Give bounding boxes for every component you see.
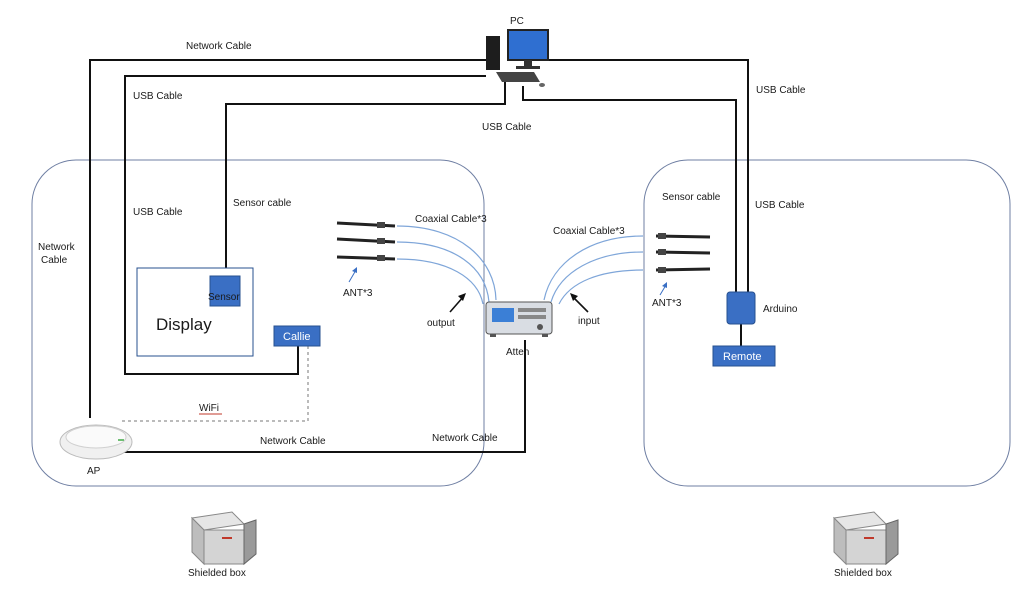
usb-cable-right-inner-label: USB Cable (755, 200, 805, 211)
arduino-node (726, 291, 756, 325)
ap-label: AP (87, 466, 101, 477)
coaxial-cables (396, 225, 644, 305)
network-cable-left-label-1: Network (38, 242, 76, 253)
usb-cable-left-top-label: USB Cable (133, 91, 183, 102)
ant-right-arrowhead (662, 282, 667, 288)
shielded-box-icon (832, 511, 899, 566)
left-shielded-enclosure (31, 159, 485, 487)
coax-right-1 (543, 235, 644, 301)
access-point-icon (59, 424, 133, 460)
remote-label: Remote (723, 351, 762, 363)
shielded-box-icon (190, 511, 257, 566)
arduino-label: Arduino (763, 304, 798, 315)
cables (89, 59, 749, 453)
network-cable-bottom-left-label: Network Cable (260, 436, 326, 447)
sensor-cable-right-label: Sensor cable (662, 192, 721, 203)
coax-left-label: Coaxial Cable*3 (415, 214, 487, 225)
shielded-box-left-label: Shielded box (188, 568, 246, 579)
atten-label: Atten (506, 347, 529, 358)
sensor-node (209, 275, 241, 307)
coax-right-3 (558, 269, 644, 305)
output-label: output (427, 318, 455, 329)
attenuator-icon (485, 301, 553, 337)
antenna-icon (336, 221, 396, 261)
antenna-icon (655, 233, 711, 273)
usb-cable-left-inner-label: USB Cable (133, 207, 183, 218)
ant-left-label: ANT*3 (343, 288, 373, 299)
pc-label: PC (510, 16, 524, 27)
wifi-label: WiFi (199, 403, 219, 414)
callie-label: Callie (283, 331, 311, 343)
network-cable-bottom-right-label: Network Cable (432, 433, 498, 444)
display-label: Display (156, 315, 212, 334)
ant-right-label: ANT*3 (652, 298, 682, 309)
sensor-label: Sensor (208, 292, 240, 303)
input-label: input (578, 316, 600, 327)
usb-cable-pc-remote (548, 59, 749, 296)
usb-cable-pc-sensor (225, 80, 506, 280)
callie-node (273, 325, 321, 347)
usb-cable-pc-arduino (522, 86, 737, 292)
usb-cable-right-top-label: USB Cable (756, 85, 806, 96)
coax-left-1 (396, 225, 497, 301)
input-arrowhead (570, 293, 578, 301)
usb-cable-pc-callie (124, 75, 486, 375)
pc-icon (486, 29, 549, 87)
sensor-cable-left-label: Sensor cable (233, 198, 292, 209)
network-cable-top-label: Network Cable (186, 41, 252, 52)
direction-arrows (348, 267, 667, 313)
coax-right-2 (550, 251, 644, 303)
wifi-link (122, 346, 309, 422)
output-arrowhead (458, 293, 466, 301)
coax-left-2 (396, 241, 490, 303)
network-cable-left-label-2: Cable (41, 255, 68, 266)
shielded-box-right-label: Shielded box (834, 568, 892, 579)
right-shielded-enclosure (643, 159, 1011, 487)
ant-left-arrowhead (352, 267, 357, 273)
network-cable-ap-atten (118, 340, 526, 453)
remote-node (712, 345, 776, 367)
coax-right-label: Coaxial Cable*3 (553, 226, 625, 237)
coax-left-3 (396, 258, 484, 305)
usb-cable-middle-label: USB Cable (482, 122, 532, 133)
network-cable-pc-ap (89, 59, 486, 418)
